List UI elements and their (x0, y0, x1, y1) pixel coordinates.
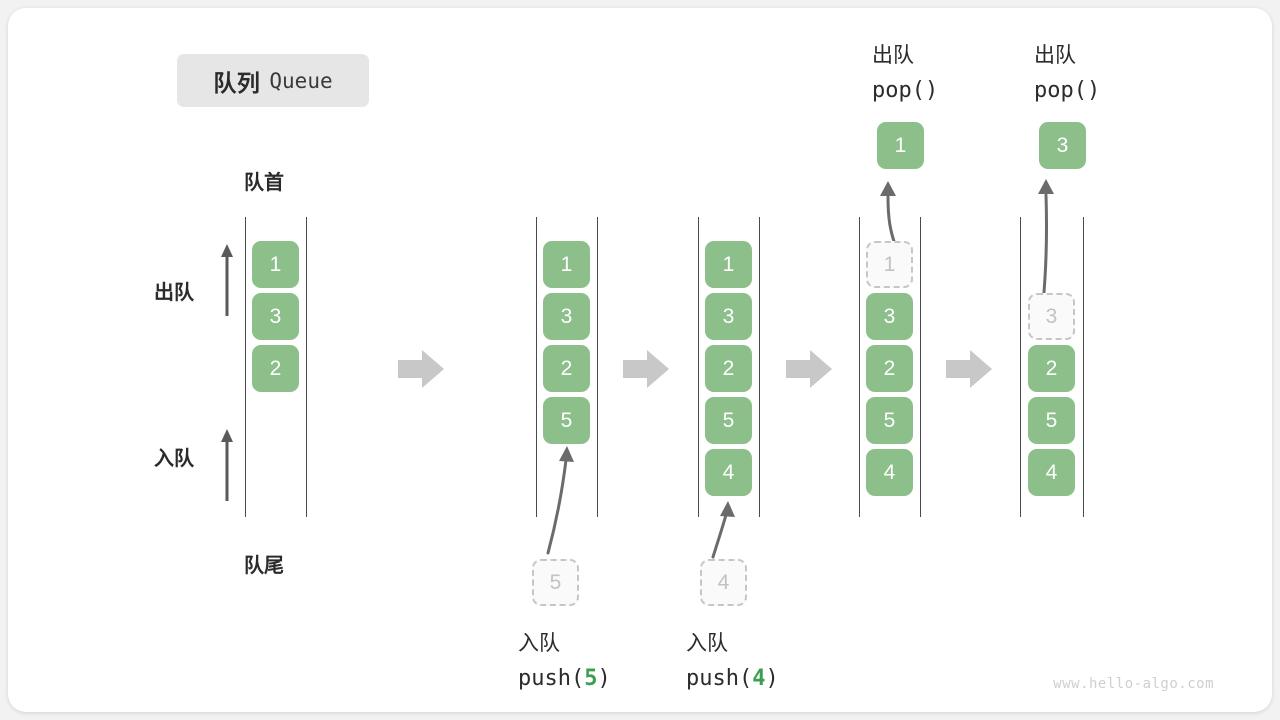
queue-cell: 5 (866, 397, 913, 444)
queue-cell: 3 (543, 293, 590, 340)
queue-cell: 5 (543, 397, 590, 444)
dequeue-direction-arrow-icon (221, 244, 233, 316)
enqueue-direction-label: 入队 (154, 448, 194, 470)
step-transition-arrow-icon (398, 350, 444, 388)
queue-cell: 4 (705, 449, 752, 496)
rail-right (306, 217, 307, 517)
step-transition-arrow-icon (946, 350, 992, 388)
push-4-caption-code: push(4) (686, 666, 779, 691)
queue-cell: 2 (705, 345, 752, 392)
queue-cell: 5 (705, 397, 752, 444)
queue-cell: 1 (705, 241, 752, 288)
rail-right (1083, 217, 1084, 517)
pop-1-caption-code: pop() (872, 78, 939, 103)
title-english: Queue (269, 68, 333, 93)
push-motion-arrow-icon (711, 501, 735, 559)
rail-left (1020, 217, 1021, 517)
queue-cell: 2 (1028, 345, 1075, 392)
queue-cell-ghost: 3 (1028, 293, 1075, 340)
queue-cell: 2 (866, 345, 913, 392)
queue-cell-ghost: 1 (866, 241, 913, 288)
queue-cell: 2 (543, 345, 590, 392)
rail-right (920, 217, 921, 517)
pop-3-caption: 出队 pop() (1034, 38, 1100, 108)
pop-3-caption-code: pop() (1034, 78, 1101, 103)
queue-cell: 1 (252, 241, 299, 288)
push-4-caption: 入队 push(4) (686, 626, 779, 696)
pop-1-caption: 出队 pop() (872, 38, 938, 108)
push-5-caption-cn: 入队 (518, 632, 560, 655)
queue-cell: 4 (1028, 449, 1075, 496)
rail-right (759, 217, 760, 517)
queue-cell: 3 (252, 293, 299, 340)
incoming-element-ghost: 4 (700, 559, 747, 606)
dequeue-direction-label: 出队 (154, 282, 194, 304)
rear-label: 队尾 (244, 555, 284, 577)
rail-left (245, 217, 246, 517)
incoming-element-ghost: 5 (532, 559, 579, 606)
pop-3-caption-cn: 出队 (1034, 44, 1076, 67)
watermark: www.hello-algo.com (1053, 676, 1214, 692)
front-label: 队首 (244, 172, 284, 194)
push-5-caption-code: push(5) (518, 666, 611, 691)
queue-cell: 2 (252, 345, 299, 392)
queue-cell: 4 (866, 449, 913, 496)
push-4-caption-cn: 入队 (686, 632, 728, 655)
rail-left (698, 217, 699, 517)
push-motion-arrow-icon (546, 446, 574, 555)
rail-left (859, 217, 860, 517)
popped-element: 1 (877, 122, 924, 169)
push-5-caption: 入队 push(5) (518, 626, 611, 696)
rail-left (536, 217, 537, 517)
rail-right (597, 217, 598, 517)
queue-cell: 3 (866, 293, 913, 340)
pop-1-caption-cn: 出队 (872, 44, 914, 67)
diagram-card: 队列 Queue 队首 队尾 出队 入队 1 3 2 (8, 8, 1272, 712)
popped-element: 3 (1039, 122, 1086, 169)
pop-motion-arrow-icon (1038, 179, 1054, 306)
queue-cell: 1 (543, 241, 590, 288)
queue-cell: 3 (705, 293, 752, 340)
title-badge: 队列 Queue (177, 54, 369, 107)
step-transition-arrow-icon (786, 350, 832, 388)
queue-cell: 5 (1028, 397, 1075, 444)
step-transition-arrow-icon (623, 350, 669, 388)
enqueue-direction-arrow-icon (221, 429, 233, 501)
title-chinese: 队列 (213, 69, 261, 96)
